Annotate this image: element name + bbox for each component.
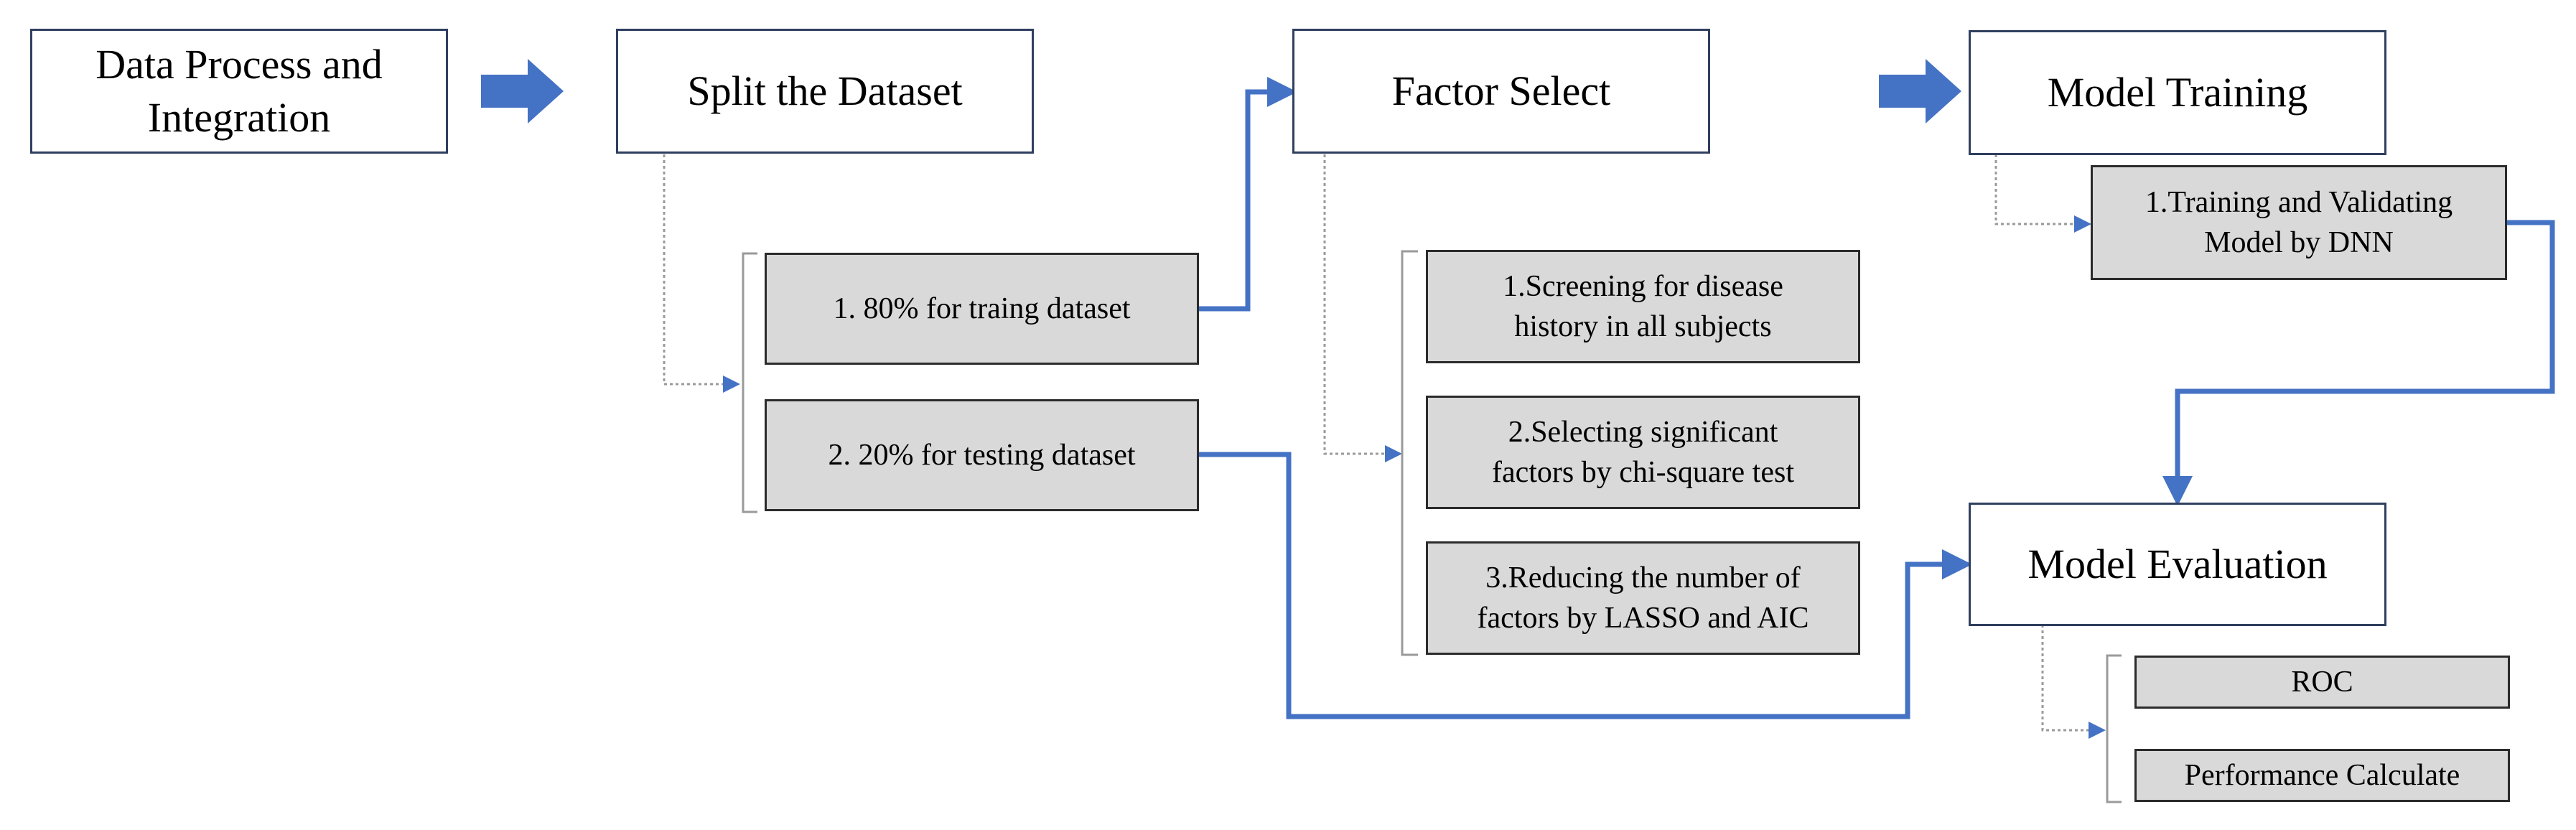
block-arrow-2 [1879, 59, 1961, 123]
factor-select-label: Factor Select [1391, 67, 1611, 114]
roc-label: ROC [2291, 666, 2353, 699]
reducing-label: 3.Reducing the number of factors by LASS… [1477, 561, 1809, 635]
dnn-training-label: 1.Training and Validating Model by DNN [2145, 186, 2453, 259]
model-evaluation-label: Model Evaluation [2027, 541, 2328, 587]
training-to-evaluation-connector [2162, 220, 2555, 506]
selecting-label: 2.Selecting significant factors by chi-s… [1491, 416, 1794, 489]
performance-label: Performance Calculate [2184, 759, 2460, 792]
train-to-factor-connector [1199, 77, 1297, 312]
evaluation-dotted-connector [2041, 625, 2106, 739]
dnn-training-step: 1.Training and Validating Model by DNN [2091, 165, 2507, 280]
evaluation-bracket [2106, 654, 2122, 803]
reducing-step: 3.Reducing the number of factors by LASS… [1426, 541, 1860, 655]
split-dataset-label: Split the Dataset [687, 67, 963, 114]
performance-step: Performance Calculate [2134, 749, 2510, 802]
test-split-label: 2. 20% for testing dataset [828, 439, 1136, 472]
model-evaluation-box: Model Evaluation [1969, 503, 2386, 626]
model-training-box: Model Training [1969, 30, 2386, 155]
screening-step: 1.Screening for disease history in all s… [1426, 250, 1860, 363]
data-process-box: Data Process and Integration [30, 29, 448, 154]
split-bracket [742, 252, 757, 513]
train-split-label: 1. 80% for traing dataset [833, 292, 1131, 325]
test-split-step: 2. 20% for testing dataset [765, 399, 1199, 511]
factor-select-box: Factor Select [1292, 29, 1710, 154]
split-dataset-box: Split the Dataset [616, 29, 1034, 154]
roc-step: ROC [2134, 656, 2510, 709]
factor-dotted-connector [1323, 154, 1402, 462]
screening-label: 1.Screening for disease history in all s… [1503, 270, 1783, 343]
train-split-step: 1. 80% for traing dataset [765, 253, 1199, 365]
model-training-label: Model Training [2047, 69, 2308, 116]
selecting-step: 2.Selecting significant factors by chi-s… [1426, 396, 1860, 509]
data-process-label: Data Process and Integration [95, 41, 383, 141]
factor-bracket [1401, 250, 1418, 656]
split-dotted-connector [663, 154, 740, 393]
test-to-evaluation-connector [1199, 452, 1972, 719]
training-dotted-connector [1994, 154, 2091, 233]
block-arrow-1 [481, 59, 564, 123]
